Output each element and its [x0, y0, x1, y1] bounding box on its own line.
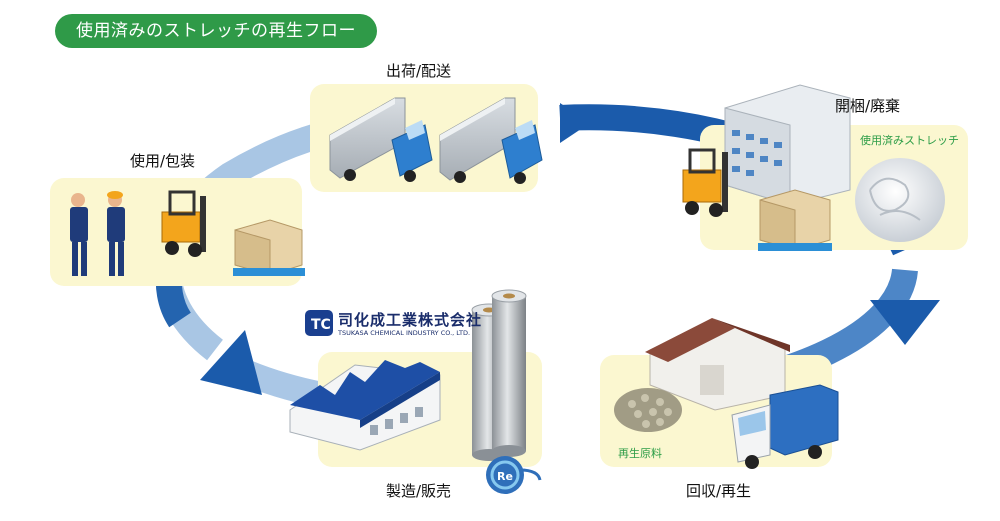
svg-text:TC: TC [311, 317, 331, 333]
stretch-film-roll-icon [491, 289, 527, 457]
arrow-to-unpacking [560, 103, 590, 143]
stage-label-shipping: 出荷/配送 [386, 62, 452, 80]
garbage-truck-icon [731, 384, 839, 469]
forklift-icon [161, 190, 206, 257]
used-stretch-ball-icon [855, 158, 945, 242]
callout-used-stretch: 使用済みストレッチ [860, 134, 959, 147]
callout-recycled-material: 再生原料 [618, 447, 662, 460]
arrow-to-collection [870, 300, 940, 345]
worker-icon [107, 191, 125, 276]
arrow-to-usage [200, 330, 262, 395]
worker-icon [70, 193, 88, 276]
recycled-pellets-icon [614, 388, 682, 432]
factory-icon [289, 360, 441, 451]
company-logo-icon: TC [305, 310, 333, 336]
page-title: 使用済みのストレッチの再生フロー [55, 14, 377, 48]
office-building-icon [724, 84, 851, 206]
pallet-box-icon [758, 189, 832, 251]
stage-label-usage: 使用/包装 [130, 152, 196, 170]
company-name-en: TSUKASA CHEMICAL INDUSTRY CO., LTD. [338, 329, 471, 337]
company-name-jp: 司化成工業株式会社 [338, 311, 483, 329]
stage-label-unpacking: 開梱/廃棄 [835, 97, 901, 115]
truck-icon [329, 97, 433, 182]
stage-label-collection: 回収/再生 [686, 482, 752, 500]
forklift-icon [682, 148, 728, 217]
pallet-box-icon [233, 219, 305, 276]
truck-icon [439, 97, 543, 184]
stage-label-manufacturing: 製造/販売 [386, 482, 452, 500]
svg-text:Re: Re [497, 470, 513, 483]
recycle-badge-icon: Re [486, 456, 542, 494]
